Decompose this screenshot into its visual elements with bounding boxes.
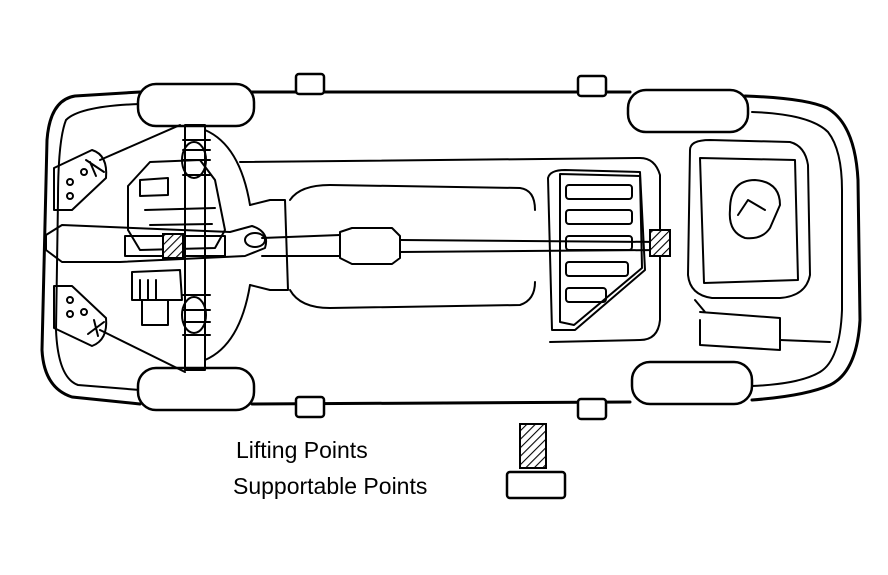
lifting-point-front-crossmember — [162, 233, 184, 259]
support-point-rear-left — [576, 74, 608, 98]
rear-seat-floor-pan — [559, 173, 643, 326]
lifting-points-label: Lifting Points — [236, 437, 368, 463]
exhaust-system — [261, 227, 831, 351]
supportable-point-legend-swatch — [505, 470, 567, 500]
front-bracket-left — [53, 149, 108, 211]
front-left-wheel — [136, 82, 256, 128]
lifting-point-legend-swatch — [519, 423, 547, 469]
support-point-front-right — [294, 395, 326, 419]
rear-left-wheel — [626, 88, 750, 134]
front-bracket-right — [53, 285, 108, 347]
lifting-point-rear-crossmember — [649, 229, 671, 257]
fuel-tank — [687, 139, 811, 299]
rear-right-wheel — [630, 360, 754, 406]
front-right-wheel — [136, 366, 256, 412]
front-crossmember — [45, 224, 268, 263]
legend: Lifting Points Supportable Points — [233, 423, 567, 500]
support-point-rear-right — [576, 397, 608, 421]
support-point-front-left — [294, 72, 326, 96]
supportable-points-label: Supportable Points — [233, 473, 427, 499]
